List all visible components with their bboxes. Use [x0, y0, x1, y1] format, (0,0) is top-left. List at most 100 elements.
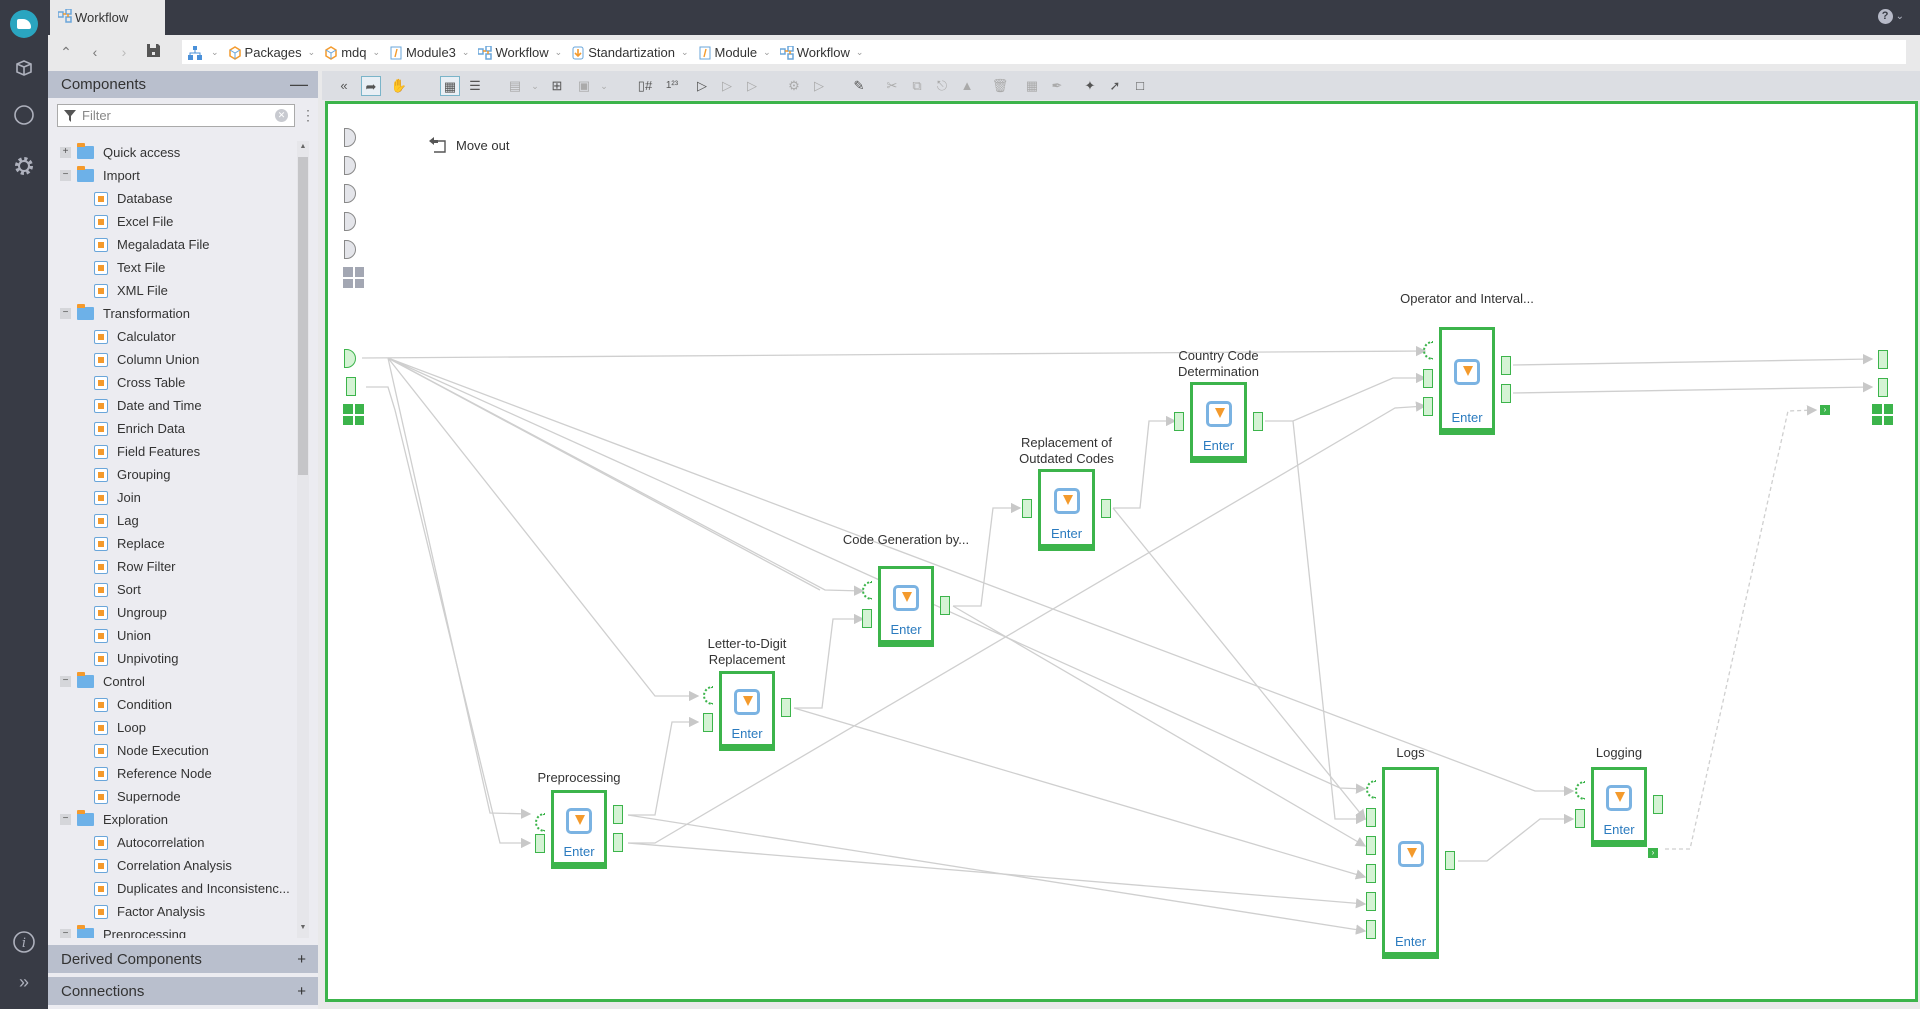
collapse-node-icon[interactable]: − [60, 170, 71, 181]
tree-scrollbar[interactable]: ▲ ▼ [297, 141, 309, 938]
input-port[interactable] [1575, 809, 1585, 828]
cut-icon[interactable]: ✂ [886, 78, 898, 93]
tree-item[interactable]: Database [48, 187, 298, 210]
settings-icon[interactable]: ⚙ [788, 78, 800, 93]
input-port[interactable] [1366, 920, 1376, 939]
enter-link[interactable]: Enter [1394, 934, 1427, 949]
select-tool-icon[interactable]: ➦ [361, 76, 381, 96]
expand-plus-icon[interactable]: + [297, 982, 306, 1000]
workflow-view-icon[interactable]: ▦ [440, 76, 460, 96]
chevron-down-icon[interactable]: ⌄ [307, 46, 316, 57]
pan-hand-icon[interactable]: ✋ [390, 78, 408, 93]
back-button[interactable]: ‹ [92, 44, 98, 60]
tree-item[interactable]: Column Union [48, 348, 298, 371]
save-button[interactable] [144, 43, 162, 61]
output-port[interactable] [940, 596, 950, 615]
chevron-down-icon[interactable]: ⌄ [855, 46, 864, 57]
breadcrumb-item[interactable]: Standartization⌄ [571, 45, 689, 60]
control-input-port[interactable] [703, 686, 713, 705]
tree-folder[interactable]: −Exploration [48, 808, 298, 831]
control-input-port[interactable] [862, 581, 872, 600]
run-icon[interactable]: ▷ [697, 78, 707, 93]
control-input-port[interactable] [535, 813, 545, 832]
reset-icon[interactable]: ▷ [814, 78, 824, 93]
input-port[interactable] [1366, 892, 1376, 911]
align-icon[interactable]: ▤ [508, 78, 522, 93]
enter-link[interactable]: Enter [731, 726, 763, 741]
variables-port[interactable] [343, 404, 364, 425]
supernode-ccd[interactable]: Enter [1190, 382, 1247, 463]
input-port-connected[interactable] [346, 377, 356, 396]
scroll-thumb[interactable] [298, 157, 308, 475]
numbering-icon[interactable]: 1²³ [665, 80, 679, 91]
help-menu[interactable]: ? ⌄ [1877, 9, 1904, 24]
collapse-node-icon[interactable]: − [60, 814, 71, 825]
forward-button[interactable]: › [121, 44, 127, 60]
supernode-pre[interactable]: Enter [551, 790, 607, 869]
expand-node-icon[interactable]: + [60, 147, 71, 158]
collapse-node-icon[interactable]: − [60, 676, 71, 687]
output-port[interactable] [1501, 356, 1511, 375]
tree-item[interactable]: Duplicates and Inconsistenc... [48, 877, 298, 900]
output-port[interactable] [1878, 378, 1888, 397]
tree-item[interactable]: Row Filter [48, 555, 298, 578]
chevron-down-icon[interactable]: ⌄ [531, 81, 539, 91]
input-port[interactable] [862, 609, 872, 628]
tree-folder[interactable]: −Control [48, 670, 298, 693]
input-port[interactable] [1366, 864, 1376, 883]
enter-link[interactable]: Enter [890, 622, 922, 637]
app-logo[interactable] [10, 10, 38, 38]
collapse-icon[interactable]: — [290, 74, 308, 94]
filter-input[interactable]: Filter ✕ [57, 104, 295, 127]
control-input-port[interactable] [1366, 780, 1376, 799]
enter-link[interactable]: Enter [563, 844, 595, 859]
arrange-icon[interactable]: ▣ [577, 78, 591, 93]
chevron-down-icon[interactable]: ⌄ [600, 81, 608, 91]
chevron-down-icon[interactable]: ⌄ [372, 46, 381, 57]
input-port[interactable] [1366, 808, 1376, 827]
delete-icon[interactable]: 🗑 [991, 78, 1009, 93]
scroll-down-icon[interactable]: ▼ [299, 924, 307, 931]
control-input-port[interactable] [1575, 781, 1585, 800]
group-icon[interactable]: ▦ [1025, 78, 1039, 93]
tree-item[interactable]: Enrich Data [48, 417, 298, 440]
input-port[interactable] [1022, 499, 1032, 518]
tree-item[interactable]: XML File [48, 279, 298, 302]
breadcrumb-item[interactable]: mdq⌄ [324, 45, 380, 60]
tree-folder[interactable]: −Preprocessing [48, 923, 298, 938]
packages-icon[interactable] [10, 58, 38, 86]
enter-link[interactable]: Enter [1451, 410, 1483, 425]
output-port[interactable] [1501, 384, 1511, 403]
expand-plus-icon[interactable]: + [297, 950, 306, 968]
chevron-down-icon[interactable]: ⌄ [554, 46, 563, 57]
supernode-logs[interactable]: Enter [1382, 767, 1439, 959]
chevron-down-icon[interactable]: ⌄ [763, 46, 771, 57]
tree-item[interactable]: Replace [48, 532, 298, 555]
port-number-icon[interactable]: ▯# [637, 78, 653, 93]
variables-port-empty[interactable] [343, 267, 364, 288]
tree-item[interactable]: Text File [48, 256, 298, 279]
output-port[interactable] [1253, 412, 1263, 431]
enter-link[interactable]: Enter [1050, 526, 1083, 541]
copy-icon[interactable]: ⧉ [912, 78, 922, 93]
input-port[interactable] [535, 834, 545, 853]
enter-link[interactable]: Enter [1202, 438, 1235, 453]
run-one-icon[interactable]: ▷ [722, 78, 732, 93]
supernode-cgb[interactable]: Enter [878, 566, 934, 647]
tree-item[interactable]: Calculator [48, 325, 298, 348]
tree-folder[interactable]: −Import [48, 164, 298, 187]
tree-item[interactable]: Autocorrelation [48, 831, 298, 854]
frame-icon[interactable]: □ [1136, 78, 1144, 93]
tab-workflow[interactable]: Workflow [50, 0, 165, 35]
supernode-oai[interactable]: Enter [1439, 327, 1495, 435]
output-port[interactable] [1445, 851, 1455, 870]
tree-item[interactable]: Correlation Analysis [48, 854, 298, 877]
tree-item[interactable]: Unpivoting [48, 647, 298, 670]
go-to-icon[interactable]: ➚ [1109, 78, 1121, 93]
supernode-roc[interactable]: Enter [1038, 469, 1095, 551]
kebab-menu-icon[interactable]: ⋮ [301, 107, 315, 123]
tree-item[interactable]: Union [48, 624, 298, 647]
collapse-panel-icon[interactable]: « [340, 78, 348, 93]
tree-item[interactable]: Grouping [48, 463, 298, 486]
output-port[interactable] [781, 698, 791, 717]
